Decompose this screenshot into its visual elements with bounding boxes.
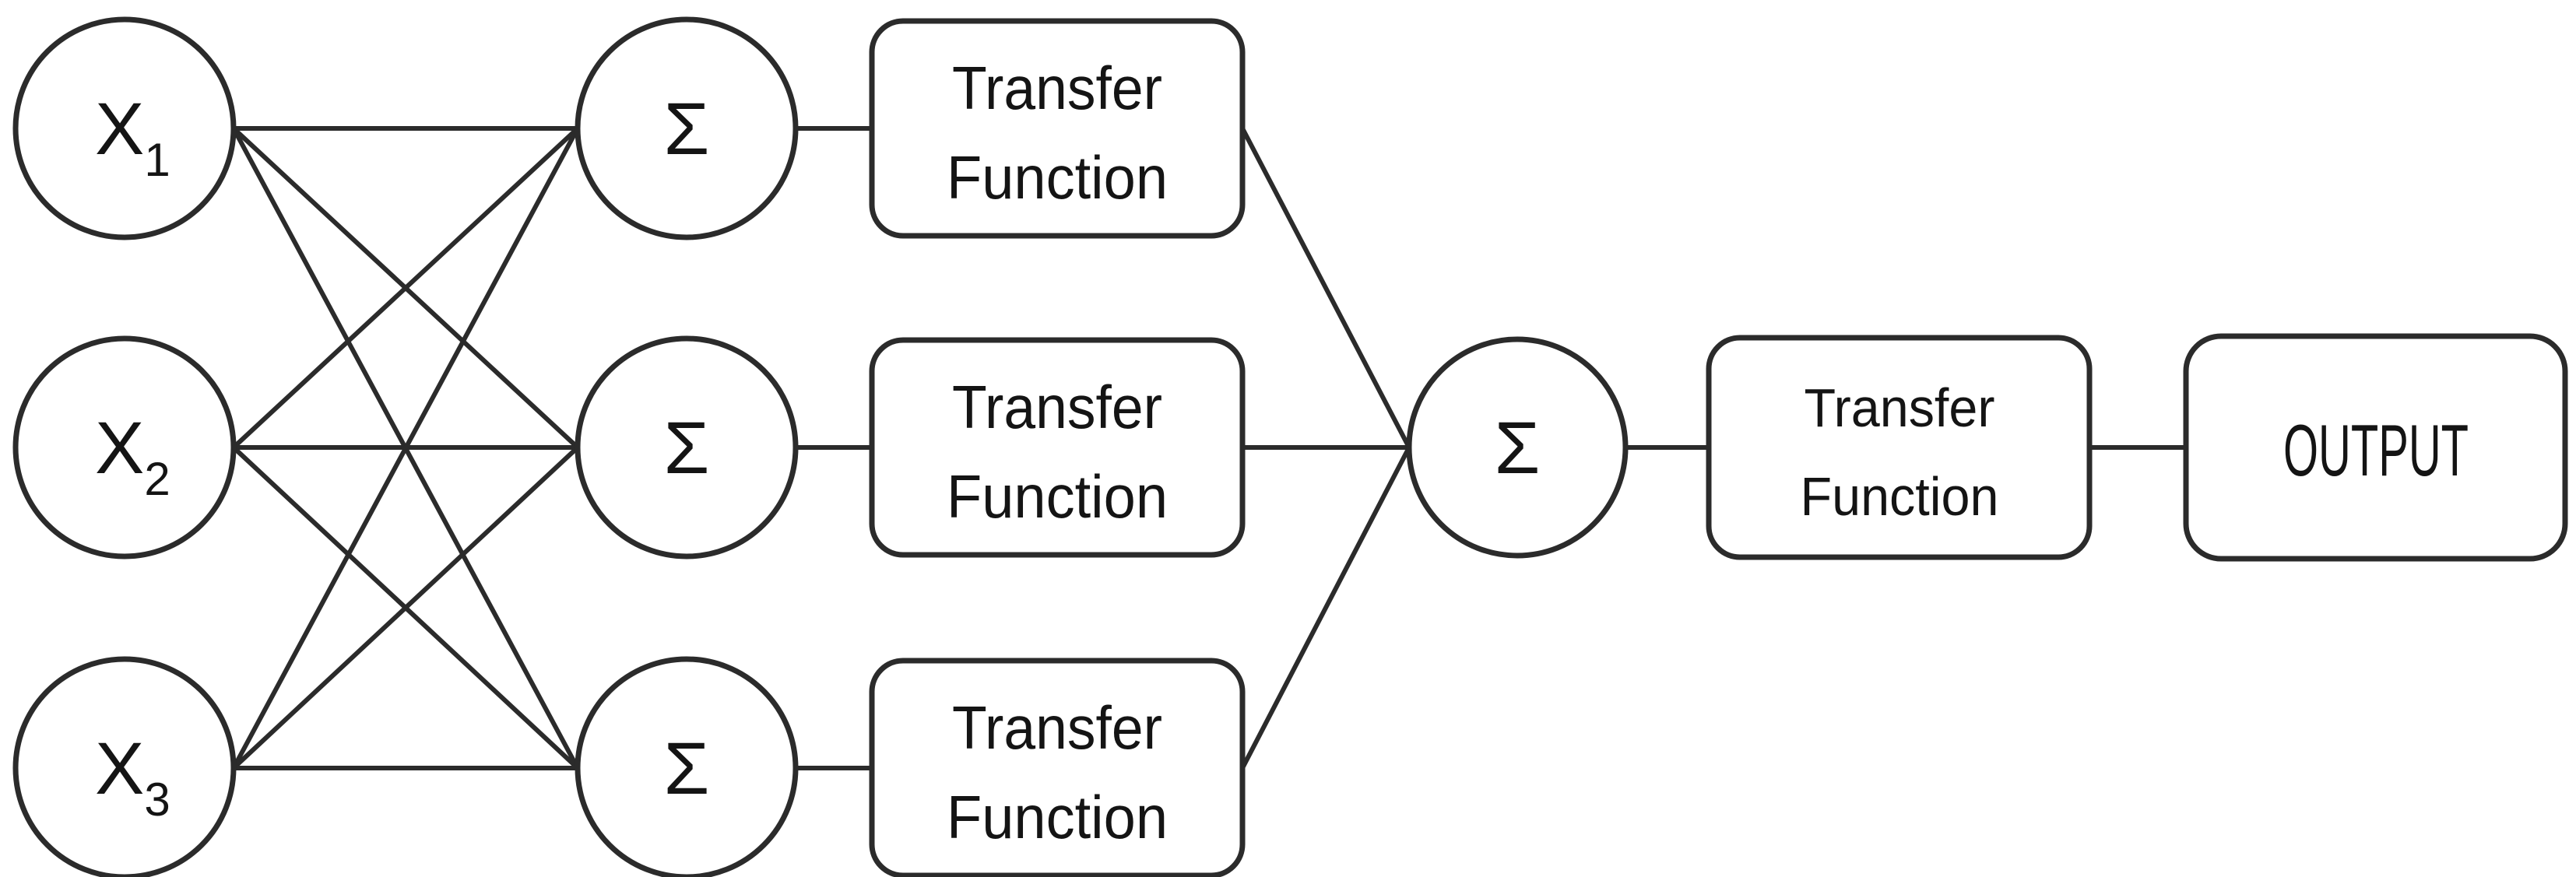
sum-node-1	[575, 16, 799, 240]
transfer-box-2-line1: Transfer	[952, 373, 1162, 441]
transfer-box-1-line2: Function	[947, 143, 1168, 212]
output-box	[2183, 333, 2568, 562]
sum-label-output: Σ	[1495, 407, 1541, 489]
edge-x3-sum1	[231, 127, 580, 770]
output-sum: Σ	[1406, 336, 1629, 559]
input-label-x2: X2	[95, 407, 170, 505]
input-layer: X1 X2 X3	[12, 16, 237, 877]
transfer-box-3	[869, 658, 1246, 877]
edges-transfer-to-output-sum	[1240, 127, 1411, 770]
output-transfer: Transfer Function	[1706, 335, 2093, 560]
input-node-x3	[12, 656, 237, 877]
transfer-box-output	[1706, 335, 2093, 560]
edge-tf1-sumout	[1240, 127, 1411, 449]
sum-label-3: Σ	[664, 728, 710, 810]
transfer-box-output-line2: Function	[1801, 466, 1999, 527]
transfer-box-3-line1: Transfer	[952, 693, 1162, 762]
edge-x3-sum2	[231, 445, 580, 770]
hidden-sum-layer: Σ Σ Σ	[575, 16, 799, 877]
edge-x2-sum1	[231, 126, 580, 450]
transfer-box-output-line1: Transfer	[1805, 377, 1995, 438]
transfer-box-1-line1: Transfer	[952, 54, 1162, 122]
input-node-x1	[12, 16, 237, 240]
hidden-transfer-layer: Transfer Function Transfer Function Tran…	[869, 18, 1246, 877]
output-node: OUTPUT	[2183, 333, 2568, 562]
output-box-label: OUTPUT	[2283, 409, 2469, 491]
edges-sum-to-transfer	[796, 126, 872, 770]
transfer-box-2	[869, 337, 1246, 558]
input-label-x3: X3	[95, 728, 170, 826]
sum-label-1: Σ	[664, 88, 710, 170]
sum-node-3	[575, 656, 799, 877]
sum-node-output	[1406, 336, 1629, 559]
transfer-box-3-line2: Function	[947, 783, 1168, 851]
transfer-box-1	[869, 18, 1246, 239]
sum-label-2: Σ	[664, 407, 710, 489]
edges-input-to-sum	[231, 126, 580, 770]
input-label-x1: X1	[95, 88, 170, 186]
sum-node-2	[575, 335, 799, 560]
input-node-x2	[12, 335, 237, 560]
edge-tf3-sumout	[1240, 446, 1411, 770]
transfer-box-2-line2: Function	[947, 462, 1168, 531]
